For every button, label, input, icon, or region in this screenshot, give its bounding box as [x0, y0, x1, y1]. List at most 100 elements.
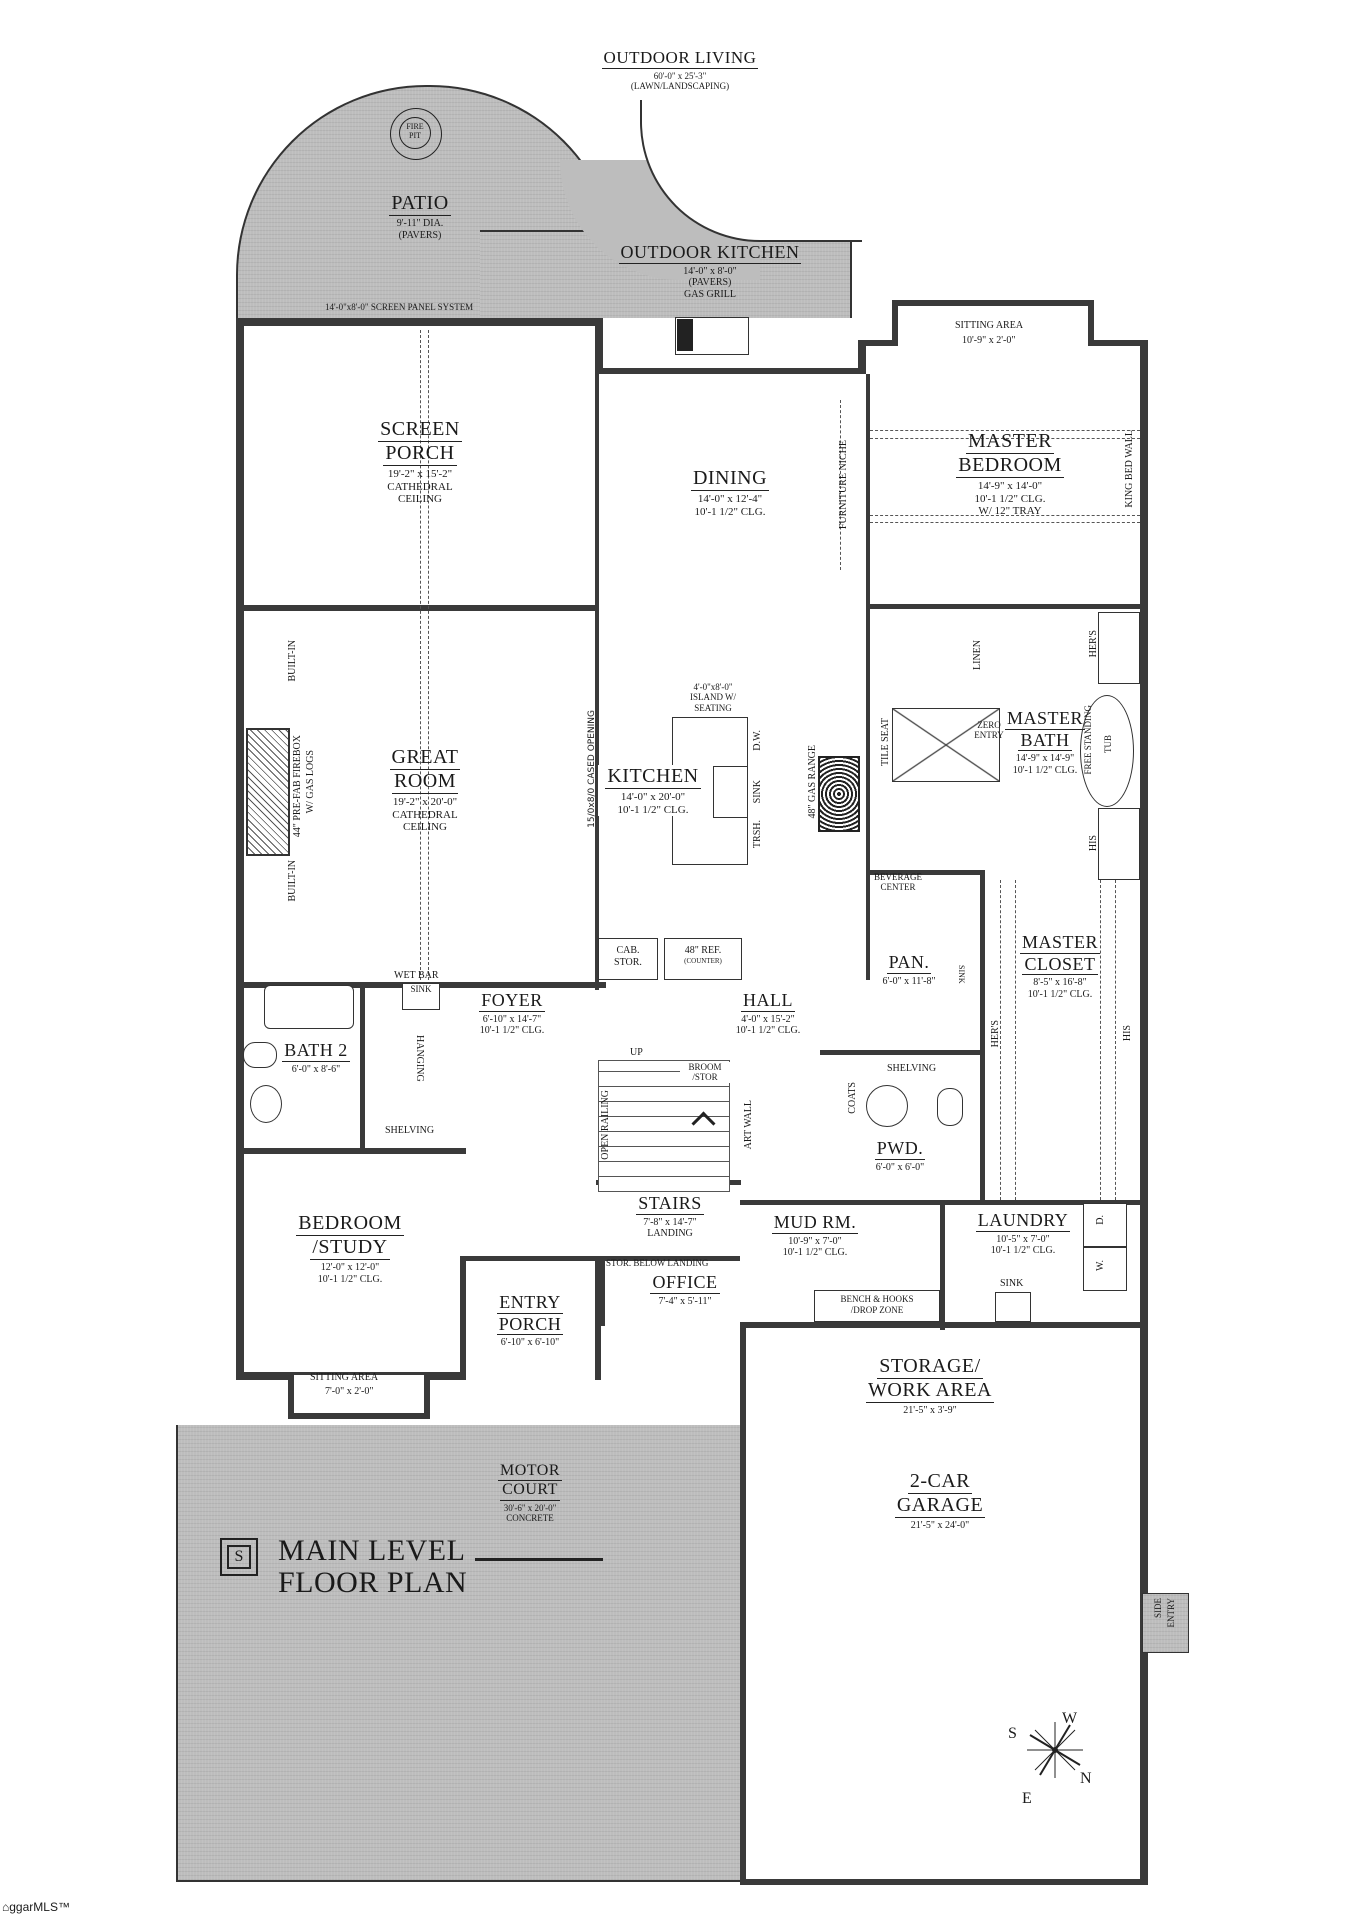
master-bath-label: MASTER BATH 14'-9" x 14'-9" 10'-1 1/2" C…	[1004, 708, 1085, 776]
dining-label: DINING 14'-0" x 12'-4" 10'-1 1/2" CLG.	[690, 467, 770, 518]
storage-below-landing-label: STOR. BELOW LANDING	[606, 1258, 709, 1268]
pantry-sink-label: SINK	[957, 965, 966, 984]
laundry-label: LAUNDRY 10'-5" x 7'-0" 10'-1 1/2" CLG.	[975, 1210, 1071, 1257]
house-interior-master	[862, 340, 1146, 380]
laundry-sink-label: SINK	[1000, 1278, 1024, 1289]
powder-sink	[866, 1085, 908, 1127]
fire-pit-inner: FIRE PIT	[399, 117, 431, 149]
hanging-label: HANGING	[414, 1035, 425, 1082]
outdoor-kitchen-label: OUTDOOR KITCHEN 14'-0" x 8'-0" (PAVERS) …	[618, 242, 802, 300]
refrigerator: 48" REF. (COUNTER)	[664, 938, 742, 980]
sitting-area-label: SITTING AREA	[955, 320, 1024, 331]
pantry-label: PAN. 6'-0" x 11'-8"	[882, 952, 936, 987]
patio-label: PATIO 9'-11" DIA. (PAVERS)	[389, 192, 451, 241]
art-wall-label: ART WALL	[743, 1100, 754, 1150]
great-room-label: GREAT ROOM 19'-2" x 20'-0" CATHEDRAL CEI…	[389, 746, 461, 834]
bath2-toilet	[243, 1042, 277, 1068]
bedroom-sitting-dim: 7'-0" x 2'-0"	[325, 1386, 374, 1397]
compass-w: W	[1062, 1710, 1078, 1727]
screen-porch-label: SCREEN PORCH 19'-2" x 15'-2" CATHEDRAL C…	[378, 418, 462, 506]
hall-label: HALL 4'-0" x 15'-2" 10'-1 1/2" CLG.	[735, 990, 801, 1037]
dryer	[1083, 1203, 1127, 1247]
washer	[1083, 1247, 1127, 1291]
bench-hooks: BENCH & HOOKS /DROP ZONE	[814, 1290, 940, 1322]
compass-s: S	[1008, 1725, 1017, 1742]
mud-room-label: MUD RM. 10'-9" x 7'-0" 10'-1 1/2" CLG.	[771, 1212, 859, 1259]
beverage-center-label: BEVERAGE CENTER	[874, 872, 922, 893]
cabinet-storage: CAB. STOR.	[598, 938, 658, 980]
bedroom-sitting-bay	[288, 1375, 430, 1419]
stairs-label: STAIRS 7'-8" x 14'-7" LANDING	[620, 1193, 720, 1240]
foyer-label: FOYER 6'-10" x 14'-7" 10'-1 1/2" CLG.	[479, 990, 545, 1037]
bath2-sink	[250, 1085, 282, 1123]
dryer-label: D.	[1095, 1215, 1106, 1225]
monogram-logo-icon: S	[220, 1538, 258, 1576]
freestanding-tub	[1080, 695, 1134, 807]
shower-icon	[892, 708, 1000, 782]
coats-label: COATS	[847, 1082, 858, 1114]
gas-range-label: 48" GAS RANGE	[807, 745, 818, 819]
master-closet-label: MASTER CLOSET 8'-5" x 16'-8" 10'-1 1/2" …	[1019, 932, 1100, 1000]
compass-n: N	[1080, 1770, 1092, 1787]
motor-court-label: MOTOR COURT 30'-6" x 20'-0" CONCRETE	[498, 1462, 562, 1524]
compass-rose-icon	[1025, 1720, 1085, 1780]
pantry-shelving-label: SHELVING	[887, 1063, 937, 1074]
gas-range-icon	[818, 756, 860, 832]
his-sink-label: HIS	[1088, 835, 1099, 852]
grill-burners-icon	[677, 319, 693, 351]
tub-label-2: TUB	[1103, 735, 1113, 753]
island-label: 4'-0"x8'-0" ISLAND W/ SEATING	[689, 682, 737, 713]
built-in-top-label: BUILT-IN	[287, 640, 298, 682]
washer-label: W.	[1095, 1260, 1106, 1272]
shelving-label: SHELVING	[385, 1125, 435, 1136]
storage-work-area-label: STORAGE/ WORK AREA 21'-5" x 3'-9"	[866, 1355, 994, 1416]
screen-panel-label: 14'-0"x8'-0" SCREEN PANEL SYSTEM	[325, 302, 474, 312]
built-in-bottom-label: BUILT-IN	[287, 860, 298, 902]
closet-his-label: HIS	[1122, 1025, 1133, 1042]
bedroom-study-label: BEDROOM /STUDY 12'-0" x 12'-0" 10'-1 1/2…	[296, 1212, 404, 1285]
wet-bar-label: WET BAR	[394, 970, 439, 981]
mls-watermark: ⌂ggarMLS™	[2, 1900, 70, 1914]
bedroom-sitting-label: SITTING AREA	[310, 1372, 379, 1383]
firebox-label-1: 44" PRE-FAB FIREBOX	[292, 735, 303, 838]
powder-label: PWD. 6'-0" x 6'-0"	[874, 1138, 926, 1173]
compass-e: E	[1022, 1790, 1032, 1807]
house-logo-icon: ⌂	[2, 1900, 10, 1914]
trash-label: TRSH.	[752, 820, 763, 849]
fire-pit	[390, 108, 442, 160]
powder-toilet	[937, 1088, 963, 1126]
entry-porch-label: ENTRY PORCH 6'-10" x 6'-10"	[496, 1292, 564, 1349]
hers-sink	[1098, 612, 1140, 684]
motor-court-area	[176, 1425, 743, 1882]
fireplace-icon	[246, 728, 290, 856]
firebox-label-2: W/ GAS LOGS	[305, 750, 316, 814]
bath2-tub	[264, 985, 354, 1029]
zero-entry-label: ZERO ENTRY	[974, 720, 1004, 741]
linen-label: LINEN	[972, 640, 983, 670]
plan-title: MAIN LEVEL FLOOR PLAN	[278, 1534, 468, 1599]
side-entry-label: SIDE	[1153, 1598, 1163, 1618]
garage-interior	[740, 1325, 1147, 1885]
furniture-niche-label: FURNITURE NICHE	[838, 440, 849, 530]
laundry-sink	[995, 1292, 1031, 1322]
side-entry-pad	[1142, 1593, 1189, 1653]
kitchen-label: KITCHEN 14'-0" x 20'-0" 10'-1 1/2" CLG.	[598, 765, 708, 817]
bath2-label: BATH 2 6'-0" x 8'-6"	[282, 1040, 350, 1075]
tile-seat-label: TILE SEAT	[880, 718, 891, 767]
closet-hers-label: HER'S	[990, 1020, 1001, 1048]
wet-bar-sink: SINK	[402, 983, 440, 1010]
title-underline	[475, 1558, 603, 1561]
his-sink	[1098, 808, 1140, 880]
master-bedroom-label: MASTER BEDROOM 14'-9" x 14'-0" 10'-1 1/2…	[956, 430, 1064, 518]
cased-opening-label: 15/0x8/0 CASED OPENING	[587, 710, 597, 828]
kitchen-sink	[713, 766, 748, 818]
stairs-up-label: UP	[630, 1047, 643, 1058]
open-railing-label: OPEN RAILING	[600, 1090, 611, 1160]
office-label: OFFICE 7'-4" x 5'-11"	[650, 1272, 720, 1307]
sink-label: SINK	[752, 780, 763, 804]
king-bed-wall-label: KING BED WALL	[1124, 430, 1135, 508]
broom-storage-label: BROOM /STOR	[680, 1062, 730, 1083]
garage-label: 2-CAR GARAGE 21'-5" x 24'-0"	[894, 1470, 986, 1531]
dw-label: D.W.	[752, 730, 763, 751]
sitting-area-dim: 10'-9" x 2'-0"	[962, 335, 1016, 346]
